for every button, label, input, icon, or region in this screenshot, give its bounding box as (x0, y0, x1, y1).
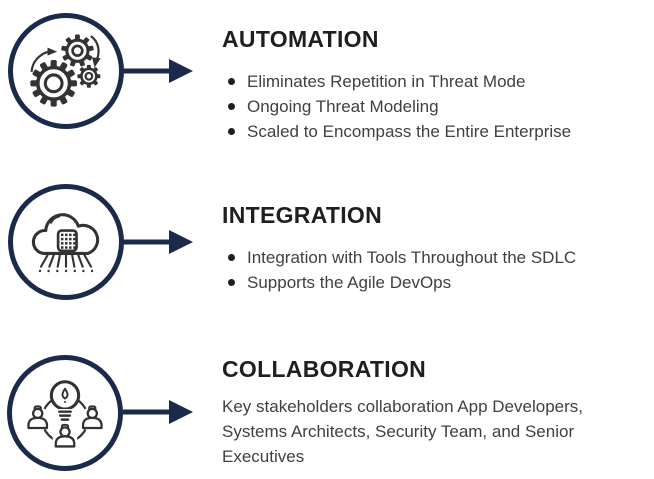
arrow-icon (123, 230, 193, 254)
bullet-item: Eliminates Repetition in Threat Mode (222, 69, 654, 94)
icon-circle-collaboration (7, 355, 123, 471)
section-description: Key stakeholders collaboration App Devel… (222, 397, 583, 466)
section-collaboration: COLLABORATION Key stakeholders collabora… (222, 358, 654, 469)
bullet-list: Integration with Tools Throughout the SD… (222, 245, 654, 295)
section-title: COLLABORATION (222, 356, 427, 382)
cloud-integration-icon (31, 213, 100, 273)
arrow-icon (123, 59, 193, 83)
bullet-item: Scaled to Encompass the Entire Enterpris… (222, 119, 654, 144)
icon-circle-automation (8, 13, 124, 129)
gears-automation-icon (30, 34, 101, 107)
bullet-item: Ongoing Threat Modeling (222, 94, 654, 119)
bullet-item: Supports the Agile DevOps (222, 270, 654, 295)
icon-circle-integration (8, 184, 124, 300)
bullet-item: Integration with Tools Throughout the SD… (222, 245, 654, 270)
arrow-icon (123, 400, 193, 424)
bullet-list: Eliminates Repetition in Threat Mode Ong… (222, 69, 654, 144)
section-title: INTEGRATION (222, 202, 383, 228)
collaboration-people-idea-icon (25, 380, 105, 450)
section-automation: AUTOMATION Eliminates Repetition in Thre… (222, 28, 654, 144)
section-integration: INTEGRATION Integration with Tools Throu… (222, 204, 654, 295)
section-title: AUTOMATION (222, 26, 379, 52)
